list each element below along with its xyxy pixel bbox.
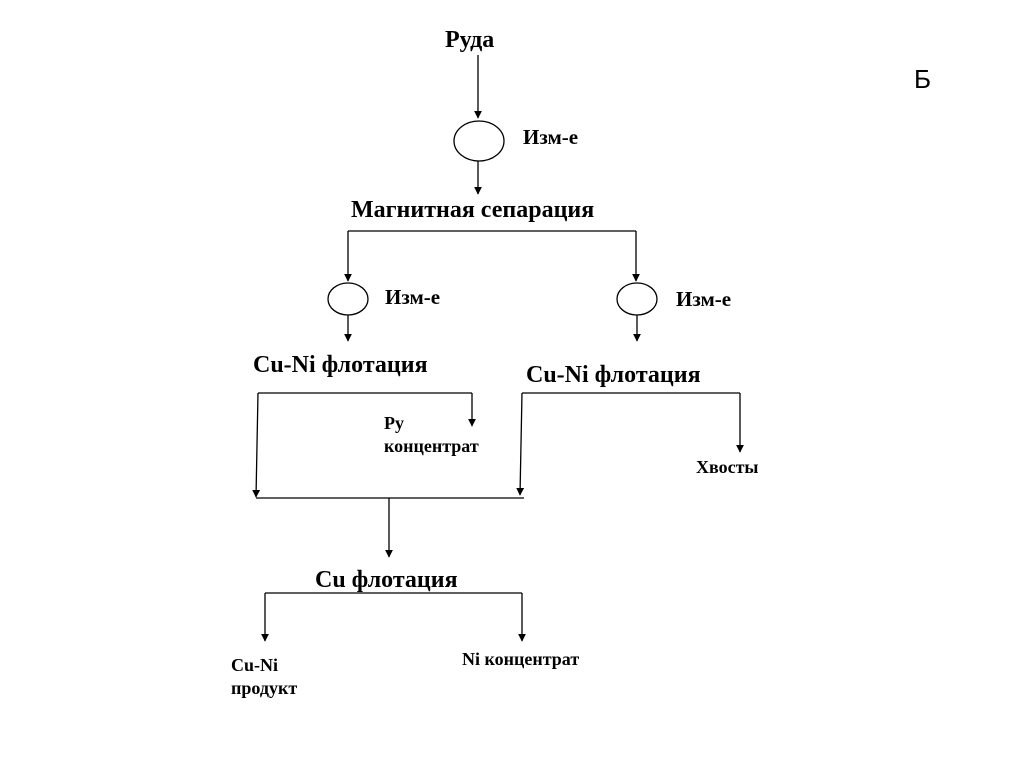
grinding-label-left: Изм-е [385,285,441,309]
cu-ni-product-line2: продукт [231,678,298,699]
pge-concentrate-line1: Pу [384,413,404,433]
cu-ni-product-label: Cu-Ni продукт [231,654,297,701]
cu-ni-product-line1: Cu-Ni [231,655,279,675]
grinding-label-1: Изм-е [523,125,579,149]
pge-concentrate-label: Pу концентрат [384,412,479,459]
ore-label: Руда [445,27,495,53]
panel-letter: Б [914,64,932,94]
pge-concentrate-line2: концентрат [384,436,479,457]
cu-ni-flotation-right-label: Cu-Ni флотация [526,362,701,388]
tailings-label: Хвосты [696,457,759,477]
cu-flotation-label: Cu флотация [315,567,458,593]
arrow-left-flotation-to-merge [252,392,261,498]
grinding-circle-1 [453,120,505,162]
ni-concentrate-label: Ni концентрат [462,649,580,669]
grinding-label-right: Изм-е [676,287,732,311]
grinding-circle-left [327,282,369,316]
magnetic-separation-label: Магнитная сепарация [351,197,595,223]
arrow-right-flotation-to-merge [516,392,525,496]
grinding-circle-right [616,282,658,316]
cu-ni-flotation-left-label: Cu-Ni флотация [253,352,428,378]
